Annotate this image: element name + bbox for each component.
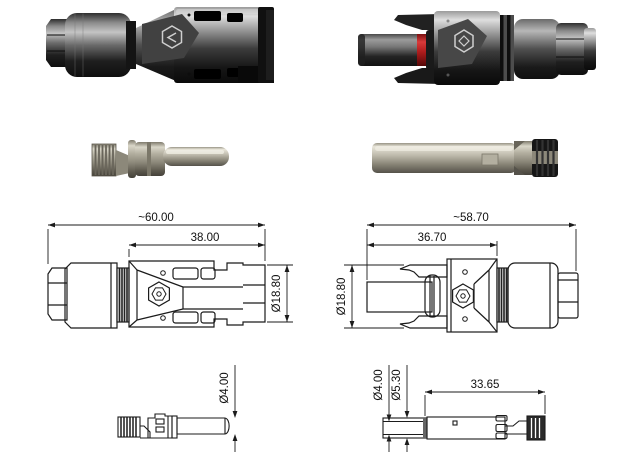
socket-tube <box>372 143 516 173</box>
female-connector-render <box>46 7 274 83</box>
connector-body <box>142 7 274 83</box>
female-connector-dimension-drawing: ~60.00 38.00 Ø18.80 <box>47 212 293 329</box>
dimension-lines <box>47 224 293 323</box>
female-front-length-label: 38.00 <box>191 232 220 244</box>
part-outline <box>382 414 546 441</box>
dimension-arrows <box>48 222 290 322</box>
male-pin-contact-render <box>91 140 229 178</box>
part-outline <box>47 260 266 329</box>
brand-hex-icon <box>454 29 474 53</box>
male-overall-length-label: ~58.70 <box>453 212 489 224</box>
spring-collar <box>514 141 532 175</box>
dimension-lines <box>388 365 546 452</box>
part-outline <box>117 413 230 439</box>
crimp-comb <box>91 143 117 177</box>
male-connector-dimension-drawing: ~58.70 36.70 Ø18.80 <box>336 212 579 333</box>
pin-diameter-label: Ø4.00 <box>219 372 231 403</box>
pin-snout <box>358 30 437 70</box>
dimension-arrows <box>232 411 238 441</box>
socket-inner-diameter-label: Ø4.00 <box>373 369 385 400</box>
crimp-barrel <box>128 140 165 178</box>
female-diameter-label: Ø18.80 <box>271 275 283 313</box>
dimension-arrows <box>349 222 576 328</box>
socket-outer-diameter-label: Ø5.30 <box>391 369 403 400</box>
male-front-length-label: 36.70 <box>418 232 447 244</box>
female-overall-length-label: ~60.00 <box>138 212 174 224</box>
female-socket-contact-render <box>372 139 558 177</box>
brand-hex-icon <box>161 25 183 49</box>
pin-shaft <box>163 147 229 166</box>
dimension-arrows <box>386 389 545 445</box>
socket-length-label: 33.65 <box>471 379 500 391</box>
seal-corrugation <box>500 15 514 81</box>
connector-body <box>434 11 500 85</box>
cable-gland-end <box>46 13 136 77</box>
crimp-neck <box>116 150 130 176</box>
crimp-end <box>532 139 558 177</box>
male-pin-dimension-drawing: Ø4.00 <box>117 365 238 452</box>
red-ring <box>417 34 426 66</box>
male-diameter-label: Ø18.80 <box>336 278 348 316</box>
dimension-lines <box>344 224 577 329</box>
cable-gland-end <box>514 19 596 79</box>
male-connector-render <box>358 11 596 85</box>
female-socket-dimension-drawing: 33.65 Ø4.00 Ø5.30 <box>373 365 546 452</box>
part-outline <box>366 258 579 333</box>
